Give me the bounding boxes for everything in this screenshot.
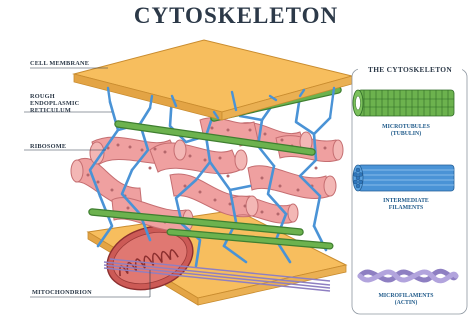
intermediate-filaments-label: INTERMEDIATE FILAMENTS: [356, 198, 456, 212]
ribosome-label: RIBOSOME: [30, 143, 66, 150]
rough-er-label: ROUGH ENDOPLASMIC RETICULUM: [30, 93, 79, 114]
rough-er-label-line-1: ROUGH: [30, 93, 79, 100]
rough-er-label-line-3: RETICULUM: [30, 107, 79, 114]
panel-title: THE CYTOSKELETON: [358, 65, 462, 74]
microtubules-label-line-1: MICROTUBULES: [356, 124, 456, 131]
intermediate-filament-icon: [353, 165, 454, 191]
intermediate-filaments-label-line-2: FILAMENTS: [356, 205, 456, 212]
page-title: CYTOSKELETON: [0, 3, 472, 29]
rough-er-label-line-2: ENDOPLASMIC: [30, 100, 79, 107]
microtubules-label: MICROTUBULES (TUBULIN): [356, 124, 456, 138]
microtubules-label-line-2: (TUBULIN): [356, 131, 456, 138]
microfilaments-label: MICROFILAMENTS (ACTIN): [356, 293, 456, 307]
microfilaments-label-line-2: (ACTIN): [356, 300, 456, 307]
intermediate-filaments-label-line-1: INTERMEDIATE: [356, 198, 456, 205]
microtubule-icon: [353, 90, 454, 116]
microfilaments-label-line-1: MICROFILAMENTS: [356, 293, 456, 300]
cell-membrane-label: CELL MEMBRANE: [30, 60, 89, 67]
top-cell-membrane: [74, 40, 352, 120]
mitochondrion-label: MITOCHONDRION: [32, 289, 92, 296]
